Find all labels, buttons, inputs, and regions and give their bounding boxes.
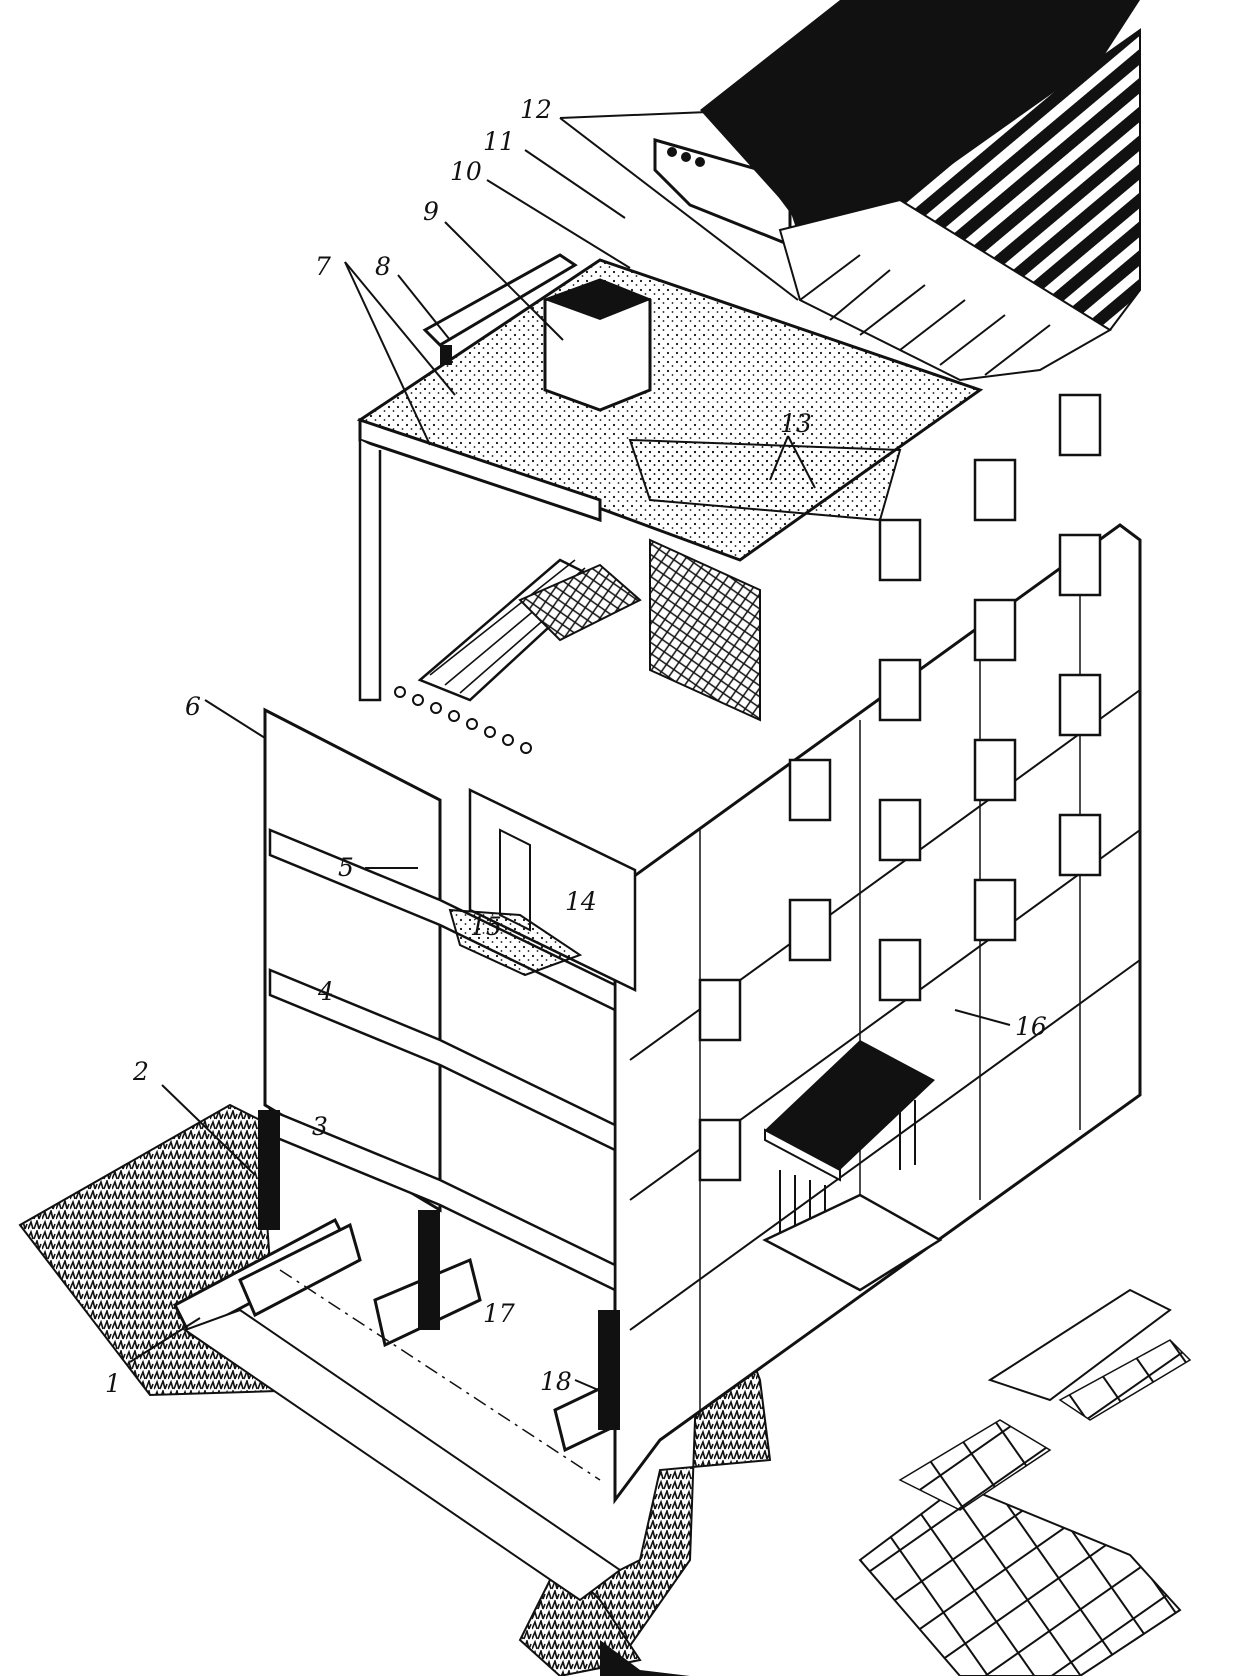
pavement [858, 1288, 1192, 1676]
callout-9: 9 [423, 197, 439, 226]
callout-1: 1 [105, 1369, 121, 1398]
entrance-canopy [762, 1040, 943, 1292]
callout-6: 6 [185, 692, 201, 721]
callout-3: 3 [312, 1112, 328, 1141]
callout-2: 2 [132, 1057, 149, 1086]
callout-14: 14 [565, 887, 597, 916]
leader-lines [129, 111, 1011, 1396]
callout-labels: 1 2 3 4 5 6 7 8 9 10 11 12 13 14 15 16 1… [105, 95, 1047, 1398]
facade-windows [698, 393, 1102, 1182]
callout-17: 17 [483, 1299, 515, 1328]
callout-7: 7 [315, 252, 331, 281]
callout-13: 13 [780, 409, 812, 438]
callout-8: 8 [375, 252, 391, 281]
callout-15: 15 [470, 912, 502, 941]
callout-11: 11 [483, 127, 515, 156]
callout-16: 16 [1015, 1012, 1047, 1041]
callout-4: 4 [317, 977, 334, 1006]
building-body [258, 0, 1142, 1505]
callout-12: 12 [520, 95, 552, 124]
callout-5: 5 [338, 853, 354, 882]
callout-10: 10 [450, 157, 482, 186]
callout-18: 18 [540, 1367, 572, 1396]
